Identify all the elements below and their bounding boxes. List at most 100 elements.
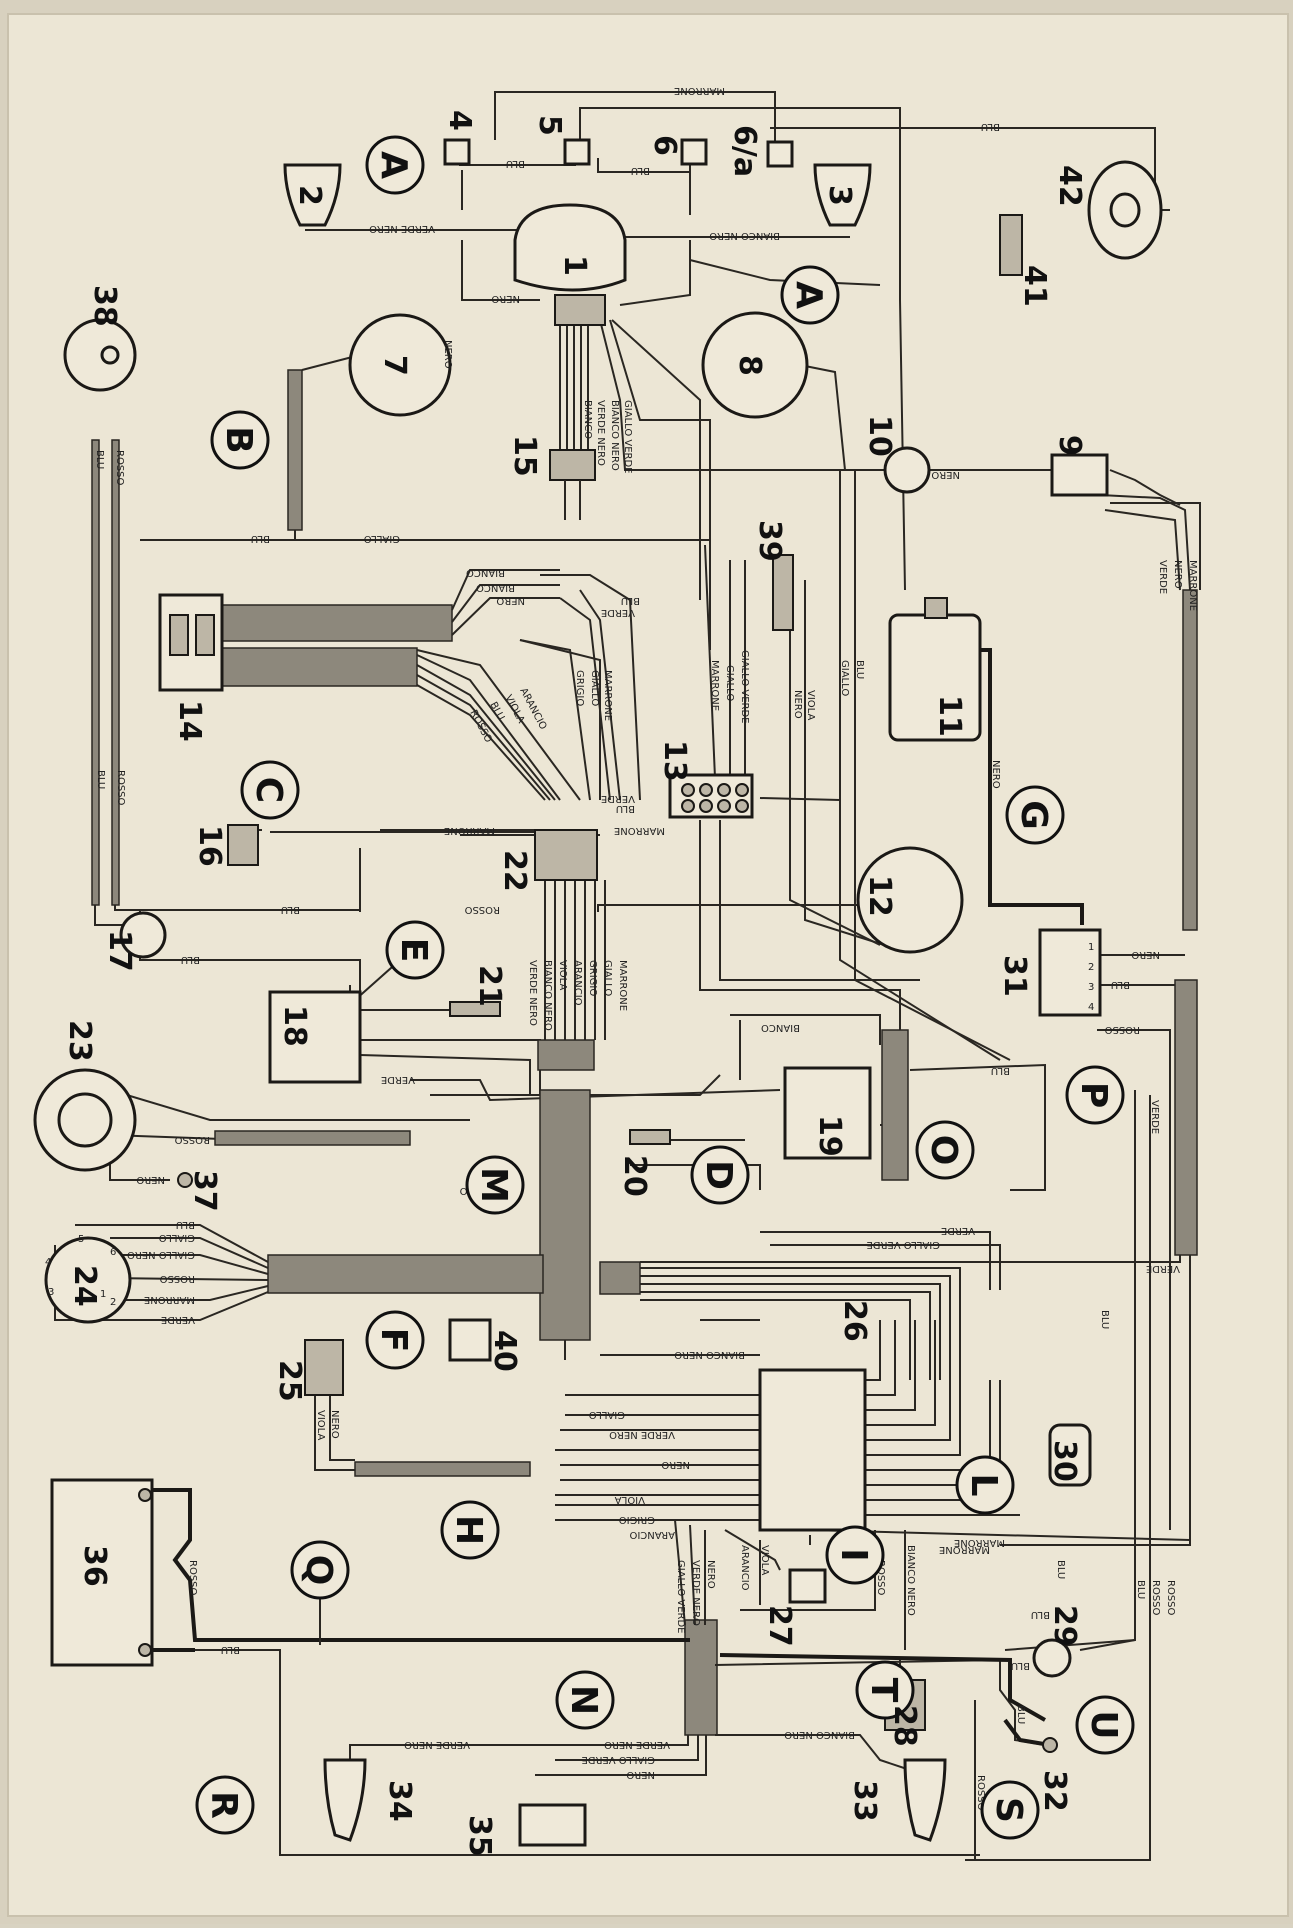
letter-Q-text: Q [298, 1555, 339, 1586]
label-37: 37 [187, 1170, 222, 1212]
wire-label: GIALLO VERDE [866, 1239, 940, 1250]
wire-label: MARRONE [602, 670, 613, 721]
harness-14-upper [221, 604, 453, 642]
wire-label: BLU [1011, 1660, 1030, 1671]
component-21 [449, 1001, 501, 1017]
pin-31-3: 3 [1088, 982, 1094, 993]
pin-24-1: 1 [100, 1289, 106, 1300]
pin-24-6: 6 [110, 1247, 116, 1258]
wire-label: GIALLO NERO [127, 1249, 195, 1260]
wire-label: MARRONE [614, 825, 665, 836]
wire-label: BIANCO NERO [784, 1729, 855, 1740]
component-1-headlight [513, 203, 627, 292]
wire-label: ROSSO [464, 904, 500, 915]
component-34-indicator [323, 1758, 367, 1842]
component-8-gauge [701, 311, 809, 419]
pin-24-5: 5 [78, 1234, 84, 1245]
wire-label: GIALLO VERDE [622, 400, 633, 474]
wire-label: ARANCIO [739, 1545, 750, 1591]
wire-label: MARRONE [939, 1544, 990, 1555]
component-41-plug [999, 214, 1023, 276]
letter-L: L [955, 1455, 1015, 1515]
letter-U: U [1075, 1695, 1135, 1755]
harness-n-tube [684, 1619, 718, 1736]
label-33: 33 [847, 1780, 882, 1822]
wire-label: VERDE NERO [527, 960, 538, 1026]
wire-label: BIANCO NERO [905, 1545, 916, 1616]
letter-G-text: G [1013, 800, 1054, 830]
label-12: 12 [862, 875, 897, 917]
letter-D-text: D [698, 1160, 739, 1190]
component-32 [1042, 1737, 1058, 1753]
label-29: 29 [1047, 1605, 1082, 1647]
wire-label: BLU [251, 533, 270, 544]
letter-O: O [915, 1120, 975, 1180]
harness-38-tube-a [91, 439, 100, 906]
harness-right-upper [1182, 589, 1198, 931]
wire-label: BIANCO [761, 1022, 800, 1033]
wire-label: VERDE NERO [595, 400, 606, 466]
wire-label: MARRONE [617, 960, 628, 1011]
letter-P: P [1065, 1065, 1125, 1125]
component-7-gauge [348, 313, 452, 417]
pin-31-2: 2 [1088, 962, 1094, 973]
label-8: 8 [732, 355, 767, 376]
component-35 [518, 1803, 587, 1847]
label-39: 39 [752, 520, 787, 562]
label-6a: 6/a [727, 125, 762, 177]
wire-label: VIOLA [615, 1494, 645, 1505]
wire-label: ROSSO [1104, 1024, 1140, 1035]
wire-label: GIALLO VERDE [739, 650, 750, 724]
label-36: 36 [77, 1545, 112, 1587]
letter-B-text: B [218, 426, 259, 453]
letter-G: G [1005, 785, 1065, 845]
component-17 [119, 911, 167, 959]
letter-S: S [980, 1780, 1040, 1840]
pin-24-2: 2 [110, 1297, 116, 1308]
wire-label: ARANCIO [629, 1529, 675, 1540]
label-9: 9 [1052, 435, 1087, 456]
component-15-connector [549, 449, 596, 481]
component-23-inner [57, 1092, 113, 1148]
wire-label: BLU [981, 121, 1000, 132]
wire-label: ROSSO [1150, 1580, 1161, 1616]
wire-label: MARRONE [1187, 560, 1198, 611]
wire-label: BLU [1111, 979, 1130, 990]
wire-label: BLU [1135, 1580, 1146, 1599]
label-24: 24 [67, 1265, 102, 1307]
wire-label: VERDE [381, 1074, 415, 1085]
letter-F: F [365, 1310, 425, 1370]
pin-31-4: 4 [1088, 1002, 1094, 1013]
wire-label: NERO [661, 1459, 690, 1470]
label-20: 20 [617, 1155, 652, 1197]
letter-L-text: L [963, 1474, 1004, 1497]
wire-label: VERDE [161, 1314, 195, 1325]
wire-label: VERDE [941, 1225, 975, 1236]
wire-label: NERO [496, 595, 525, 606]
wire-label: BLU [176, 1219, 195, 1230]
letter-H: H [440, 1500, 500, 1560]
letter-T: T [855, 1660, 915, 1720]
component-26-terminal-block [758, 1368, 867, 1532]
label-15: 15 [507, 435, 542, 477]
harness-14-lower [221, 647, 418, 687]
component-30 [1048, 1423, 1092, 1487]
wire-label: VERDE [1157, 560, 1168, 594]
wire-label: VERDE [601, 607, 635, 618]
label-2: 2 [292, 185, 327, 206]
component-42-center [1109, 192, 1141, 228]
wire-label: BLU [181, 954, 200, 965]
label-34: 34 [382, 1780, 417, 1822]
letter-R: R [195, 1775, 255, 1835]
label-42: 42 [1052, 165, 1087, 207]
wire-label: GIALLO VERDE [675, 1560, 686, 1634]
label-27: 27 [762, 1605, 797, 1647]
letter-T-text: T [863, 1678, 904, 1703]
wire-label: BLU [1055, 1560, 1066, 1579]
component-39 [772, 554, 794, 631]
letter-A2: A [780, 265, 840, 325]
wire-label: NERO [1131, 949, 1160, 960]
pin-24-3: 3 [48, 1287, 54, 1298]
letter-D: D [690, 1145, 750, 1205]
